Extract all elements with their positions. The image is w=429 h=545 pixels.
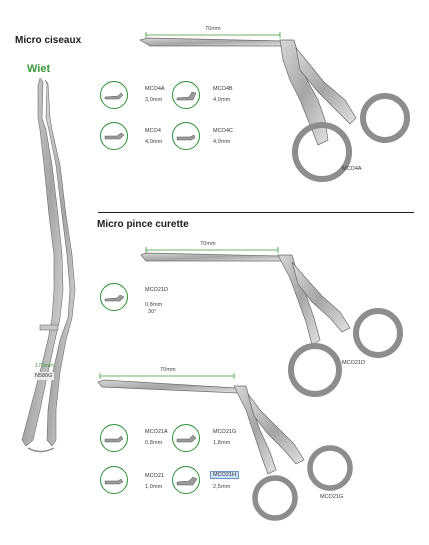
tip-size-mco21a: 0,8mm xyxy=(145,440,163,446)
tip-circle-mco21d xyxy=(100,283,128,311)
tip-code-mco21d: MCO21D xyxy=(145,287,168,293)
tip-icon xyxy=(104,435,124,443)
tip-code-mco4: MCO4 xyxy=(145,128,161,134)
scissors-code: N580G xyxy=(33,372,55,380)
instrument-code-mco21g: MCO21G xyxy=(320,494,344,500)
tip-icon xyxy=(104,132,125,140)
tip-size-mco4c: 4,0mm xyxy=(213,139,231,145)
tip-circle-mco21h xyxy=(172,466,200,494)
tip-size-mco4: 4,0mm xyxy=(145,139,163,145)
tip-size-mco21d: 0,8mm xyxy=(145,302,163,308)
dimension-lines xyxy=(99,32,281,379)
tip-size-mco21h: 2,5mm xyxy=(213,484,231,490)
instrument-code-mco21d: MCO21D xyxy=(342,360,365,366)
brand-wiet: Wiet xyxy=(27,63,51,75)
micro-scissors-illustration xyxy=(21,77,76,453)
tip-circle-mco4b xyxy=(172,81,200,109)
tip-icon xyxy=(176,476,198,486)
tip-code-mco21g: MCO21G xyxy=(213,429,237,435)
tip-circle-mco4c xyxy=(172,122,200,150)
section-divider xyxy=(98,212,414,213)
tip-size-mco4b: 4,0mm xyxy=(213,97,231,103)
tip-code-mco21: MCO21 xyxy=(145,473,164,479)
mco21d-curette-illustration xyxy=(140,252,403,397)
instrument-code-mco4a: MCO4A xyxy=(342,166,362,172)
tip-size-mco21: 1,0mm xyxy=(145,484,163,490)
tip-circle-mco4a xyxy=(100,81,128,109)
tip-size-mco21g: 1,8mm xyxy=(213,440,231,446)
tip-size-mco4a: 3,0mm xyxy=(145,97,163,103)
tip-code-mco4a: MCO4A xyxy=(145,86,165,92)
tip-icon xyxy=(104,478,124,485)
tip-icon xyxy=(176,91,197,101)
tip-code-mco21a: MCO21A xyxy=(145,429,168,435)
tip-circle-mco21 xyxy=(100,466,128,494)
tip-code-mco21h[interactable]: MCO21H xyxy=(210,471,239,479)
tip-circle-mco21a xyxy=(100,424,128,452)
measure-label-mco21d: 70mm xyxy=(200,241,216,247)
tip-icon xyxy=(104,294,125,302)
tip-circle-mco21g xyxy=(172,424,200,452)
section-title-micro-curette: Micro pince curette xyxy=(97,219,189,230)
tip-icon xyxy=(104,92,124,100)
tip-code-mco4b: MCO4B xyxy=(213,86,233,92)
tip-circle-mco4 xyxy=(100,122,128,150)
tip-code-mco4c: MCO4C xyxy=(213,128,233,134)
measure-label-mco4a: 70mm xyxy=(205,26,221,32)
tip-icon xyxy=(176,434,197,443)
scissors-length: 170mm xyxy=(35,363,54,369)
section-title-micro-scissors: Micro ciseaux xyxy=(15,35,82,46)
measure-label-mco21g: 70mm xyxy=(160,367,176,373)
tip-icon xyxy=(176,134,196,141)
mco21g-curette-illustration xyxy=(97,379,353,521)
mco4a-forceps-illustration xyxy=(139,37,410,182)
tip-angle-mco21d: 30° xyxy=(148,309,157,315)
